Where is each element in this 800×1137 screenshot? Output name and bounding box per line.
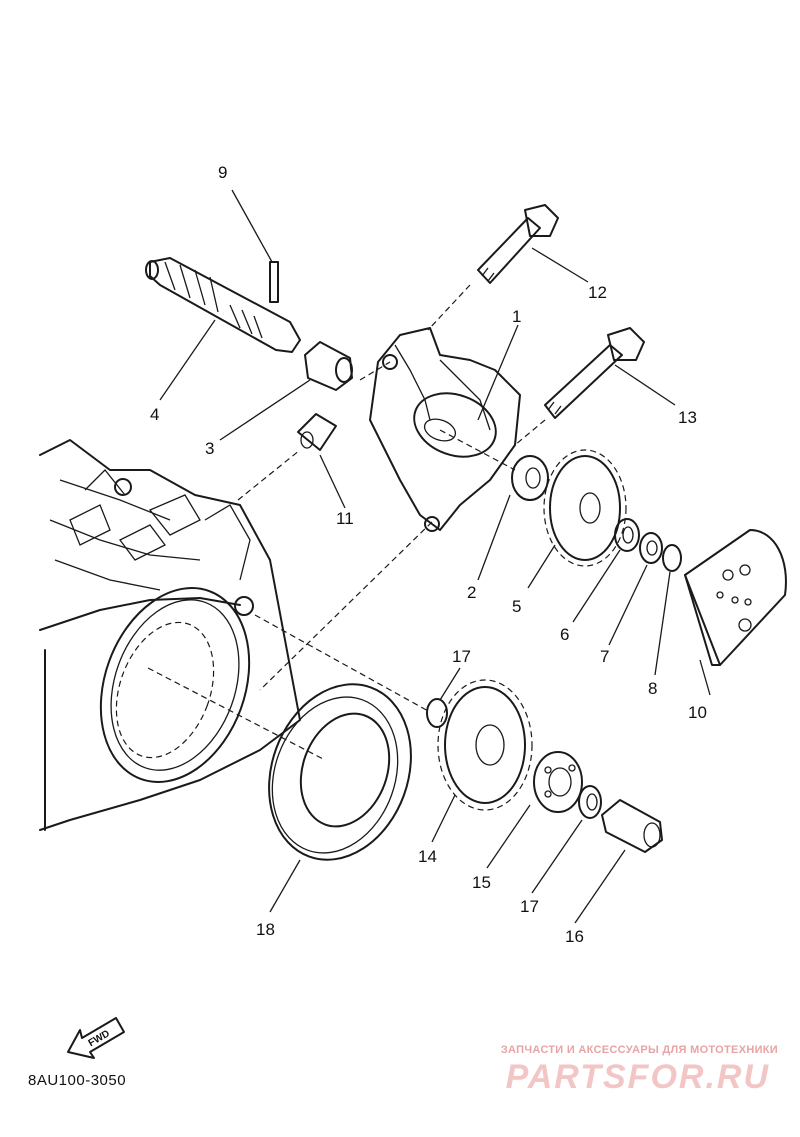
washers xyxy=(614,518,682,572)
callout-16: 16 xyxy=(565,927,584,946)
callout-1: 1 xyxy=(512,307,521,326)
part-code: 8AU100-3050 xyxy=(28,1072,127,1089)
callout-14: 14 xyxy=(418,847,437,866)
watermark-tagline: ЗАПЧАСТИ И АКСЕССУАРЫ ДЛЯ МОТОТЕХНИКИ xyxy=(500,1044,778,1056)
callout-6: 6 xyxy=(560,625,569,644)
callout-2: 2 xyxy=(467,583,476,602)
gear-14 xyxy=(437,679,533,811)
plate xyxy=(684,529,787,666)
bolt-13 xyxy=(544,327,645,419)
callout-7: 7 xyxy=(600,647,609,666)
callout-3: 3 xyxy=(205,439,214,458)
callout-4: 4 xyxy=(150,405,159,424)
sleeve xyxy=(601,799,663,853)
leader-lines xyxy=(159,189,711,924)
kick-shaft xyxy=(145,257,301,353)
callout-5: 5 xyxy=(512,597,521,616)
bearing-small xyxy=(511,455,549,501)
callout-13: 13 xyxy=(678,408,697,427)
fwd-arrow-icon: FWD xyxy=(67,1017,125,1059)
callout-9: 9 xyxy=(218,163,227,182)
washer-17 xyxy=(578,785,602,819)
gear-5 xyxy=(543,449,627,567)
callout-18: 18 xyxy=(256,920,275,939)
callout-labels: 1 2 3 4 5 6 7 8 9 10 11 12 13 14 15 16 1… xyxy=(150,163,707,946)
pin xyxy=(269,261,279,303)
crankcase xyxy=(39,439,301,831)
callout-12: 12 xyxy=(588,283,607,302)
axis-lines xyxy=(147,284,546,761)
callout-15: 15 xyxy=(472,873,491,892)
collar xyxy=(304,341,353,391)
circlip xyxy=(426,698,448,728)
housing xyxy=(369,327,521,532)
dowel xyxy=(297,413,337,451)
bolt-12 xyxy=(477,204,559,284)
bearing-large xyxy=(533,751,583,813)
callout-17-bottom: 17 xyxy=(520,897,539,916)
seal-ring xyxy=(268,683,412,861)
callout-10: 10 xyxy=(688,703,707,722)
callout-8: 8 xyxy=(648,679,657,698)
callout-17-top: 17 xyxy=(452,647,471,666)
callout-11: 11 xyxy=(336,509,354,528)
watermark-brand: PARTSFOR.RU xyxy=(505,1058,770,1096)
